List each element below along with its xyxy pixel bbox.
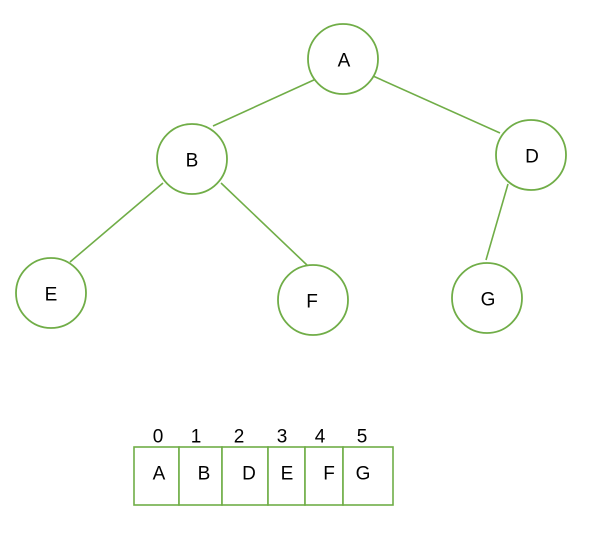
tree-nodes: A B D E F G [15,23,567,336]
node-circle-d [495,119,567,191]
node-label-a: A [338,51,351,72]
node-label-d: D [525,147,539,168]
node-circle-a [307,23,379,95]
tree-node-e: E [15,257,87,329]
array-cell-label-2: D [242,464,256,485]
edge-a-b [212,78,317,127]
node-circle-e [15,257,87,329]
array-cell-label-4: F [323,464,335,485]
node-circle-f [277,264,349,336]
array-cell-box-5 [342,446,394,506]
array-cell-box-3 [267,446,306,506]
edge-a-d [372,75,501,134]
array-cell-label-1: B [198,464,211,485]
tree-node-g: G [451,262,523,334]
array-cell-2: D [221,446,269,506]
array-indices: 0 1 2 3 4 5 [153,427,368,448]
array-index-1: 1 [191,427,202,448]
edge-d-g [485,183,509,261]
array-cell-1: B [178,446,223,506]
tree-edges [69,75,509,267]
array-cell-4: F [304,446,344,506]
array-cell-5: G [342,446,394,506]
tree-node-a: A [307,23,379,95]
array-index-3: 3 [277,427,288,448]
array-cell-label-0: A [153,464,166,485]
array-cells: A B D E F G [133,446,394,506]
array-cell-3: E [267,446,306,506]
array-index-0: 0 [153,427,164,448]
array-index-2: 2 [234,427,245,448]
array-cell-0: A [133,446,180,506]
node-circle-g [451,262,523,334]
node-circle-b [156,123,228,195]
tree-node-b: B [156,123,228,195]
array-cell-label-3: E [281,464,294,485]
node-label-g: G [481,290,496,311]
array-index-4: 4 [315,427,326,448]
array-cell-box-1 [178,446,223,506]
array-index-5: 5 [357,427,368,448]
node-label-e: E [45,285,58,306]
array-cell-label-5: G [356,464,371,485]
tree-node-f: F [277,264,349,336]
node-label-b: B [186,151,199,172]
edge-b-e [69,182,164,263]
tree-node-d: D [495,119,567,191]
node-label-f: F [306,292,318,313]
array-representation: 0 1 2 3 4 5 A B D E [133,427,394,506]
edge-b-f [220,182,309,267]
